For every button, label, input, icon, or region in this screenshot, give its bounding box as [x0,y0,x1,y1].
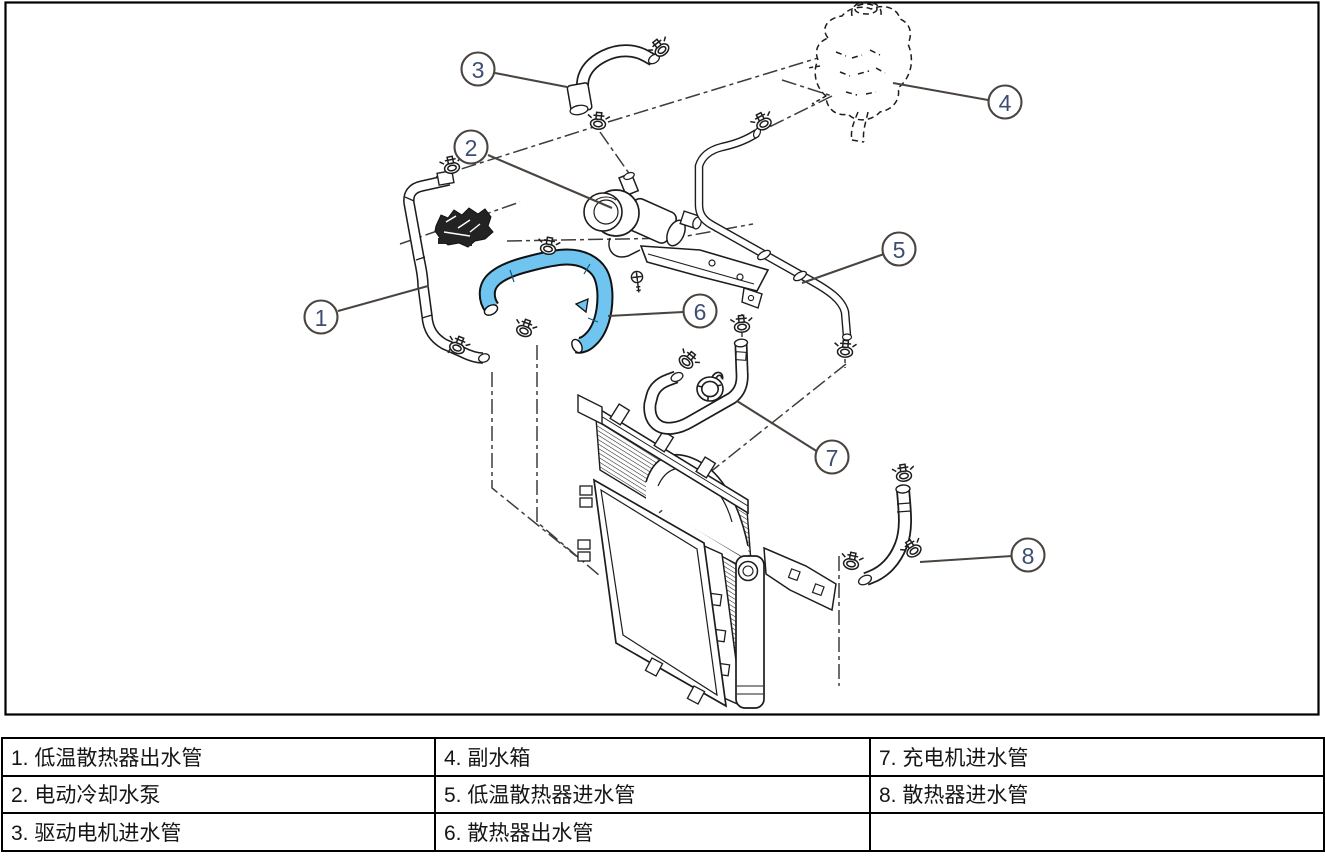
callout-5-number: 5 [893,237,906,263]
radiator-assembly [577,393,837,709]
legend-row: 1. 低温散热器出水管 4. 副水箱 7. 充电机进水管 [1,737,1325,777]
callout-8-number: 8 [1022,543,1035,569]
callout-6-number: 6 [694,299,707,325]
legend-cell [869,812,1325,852]
legend-cell: 2. 电动冷却水泵 [1,774,436,815]
callout-5: 5 [801,231,917,284]
part-4-expansion-tank [807,1,913,143]
callout-7: 7 [736,400,850,475]
legend-cell: 8. 散热器进水管 [869,774,1325,815]
legend-cell: 6. 散热器出水管 [434,812,871,852]
cooling-system-diagram: 1 2 3 4 5 6 7 [4,1,1320,716]
callout-4: 4 [892,81,1023,120]
callout-1: 1 [303,284,429,335]
pipe-retainer-clip [434,207,494,248]
callout-3-number: 3 [472,57,485,83]
callout-4-number: 4 [999,90,1012,116]
part-8-radiator-inlet-hose [838,462,927,586]
part-5-lt-radiator-inlet-pipe [694,107,858,359]
callout-2: 2 [453,129,613,209]
legend-cell: 3. 驱动电机进水管 [1,812,436,852]
part-6-radiator-outlet-hose [478,235,614,354]
legend-cell: 7. 充电机进水管 [869,737,1325,777]
callout-8: 8 [919,537,1046,573]
callout-3: 3 [460,51,568,89]
callout-6: 6 [607,293,718,329]
legend-row: 3. 驱动电机进水管 6. 散热器出水管 [1,812,1325,852]
legend-row: 2. 电动冷却水泵 5. 低温散热器进水管 8. 散热器进水管 [1,774,1325,815]
legend-table: 1. 低温散热器出水管 4. 副水箱 7. 充电机进水管 2. 电动冷却水泵 5… [1,737,1325,852]
part-1-lt-radiator-outlet-pipe [403,153,490,364]
part-2-electric-coolant-pump [583,171,770,309]
legend-cell: 1. 低温散热器出水管 [1,737,436,777]
callout-7-number: 7 [826,445,839,471]
part-7-charger-inlet-hose [643,313,755,435]
part-3-drive-motor-inlet-hose [566,33,675,132]
callout-1-number: 1 [315,305,328,331]
callout-2-number: 2 [465,135,478,161]
legend-cell: 5. 低温散热器进水管 [434,774,871,815]
legend-cell: 4. 副水箱 [434,737,871,777]
